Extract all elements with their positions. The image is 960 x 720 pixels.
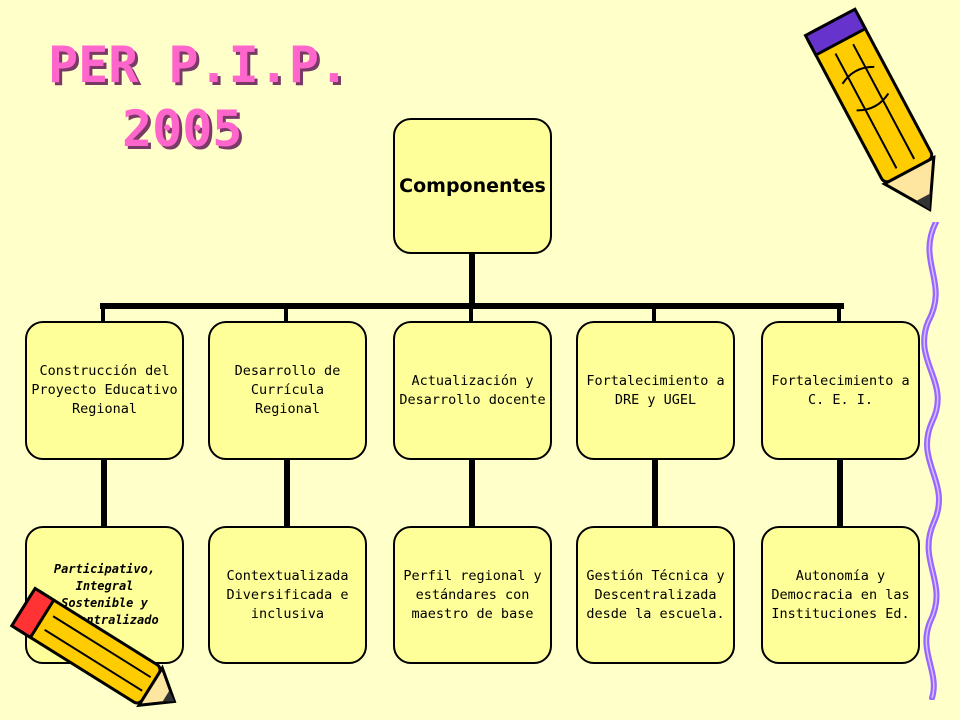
- component-4-label: Fortalecimiento a DRE y UGEL: [586, 372, 725, 408]
- component-1-label: Construcción del Proyecto Educativo Regi…: [31, 363, 178, 417]
- title-line-1: PER P.I.P.: [48, 36, 350, 94]
- child-5-label: Autonomía y Democracia en las Institucio…: [771, 567, 910, 622]
- child-3-label: Perfil regional y estándares con maestro…: [403, 567, 542, 622]
- connector-child-3: [469, 460, 475, 528]
- squiggle-decoration: [921, 222, 942, 700]
- connector-root-down: [469, 254, 475, 306]
- child-node-5: Autonomía y Democracia en las Institucio…: [761, 526, 920, 664]
- connector-child-5: [837, 460, 843, 528]
- connector-drop-1: [101, 303, 105, 323]
- component-node-4: Fortalecimiento a DRE y UGEL: [576, 321, 735, 460]
- component-node-5: Fortalecimiento a C. E. I.: [761, 321, 920, 460]
- root-node-label: Componentes: [399, 174, 546, 197]
- title-line-2: 2005: [122, 100, 243, 158]
- component-2-label: Desarrollo de Currícula Regional: [234, 363, 341, 417]
- child-2-label: Contextualizada Diversificada e inclusiv…: [226, 567, 349, 622]
- child-node-4: Gestión Técnica y Descentralizada desde …: [576, 526, 735, 664]
- connector-child-4: [652, 460, 658, 528]
- component-node-2: Desarrollo de Currícula Regional: [208, 321, 367, 460]
- component-node-3: Actualización y Desarrollo docente: [393, 321, 552, 460]
- component-3-label: Actualización y Desarrollo docente: [399, 372, 546, 408]
- connector-drop-2: [284, 303, 288, 323]
- connector-drop-3: [469, 303, 473, 323]
- root-node-componentes: Componentes: [393, 118, 552, 254]
- child-node-3: Perfil regional y estándares con maestro…: [393, 526, 552, 664]
- connector-child-2: [284, 460, 290, 528]
- pencil-icon-top-right: [803, 7, 936, 213]
- connector-drop-4: [652, 303, 656, 323]
- connector-child-1: [101, 460, 107, 528]
- component-5-label: Fortalecimiento a C. E. I.: [771, 372, 910, 408]
- pencil-icon-bottom-left: [9, 586, 177, 708]
- child-node-2: Contextualizada Diversificada e inclusiv…: [208, 526, 367, 664]
- component-node-1: Construcción del Proyecto Educativo Regi…: [25, 321, 184, 460]
- child-4-label: Gestión Técnica y Descentralizada desde …: [586, 567, 725, 622]
- connector-drop-5: [837, 303, 841, 323]
